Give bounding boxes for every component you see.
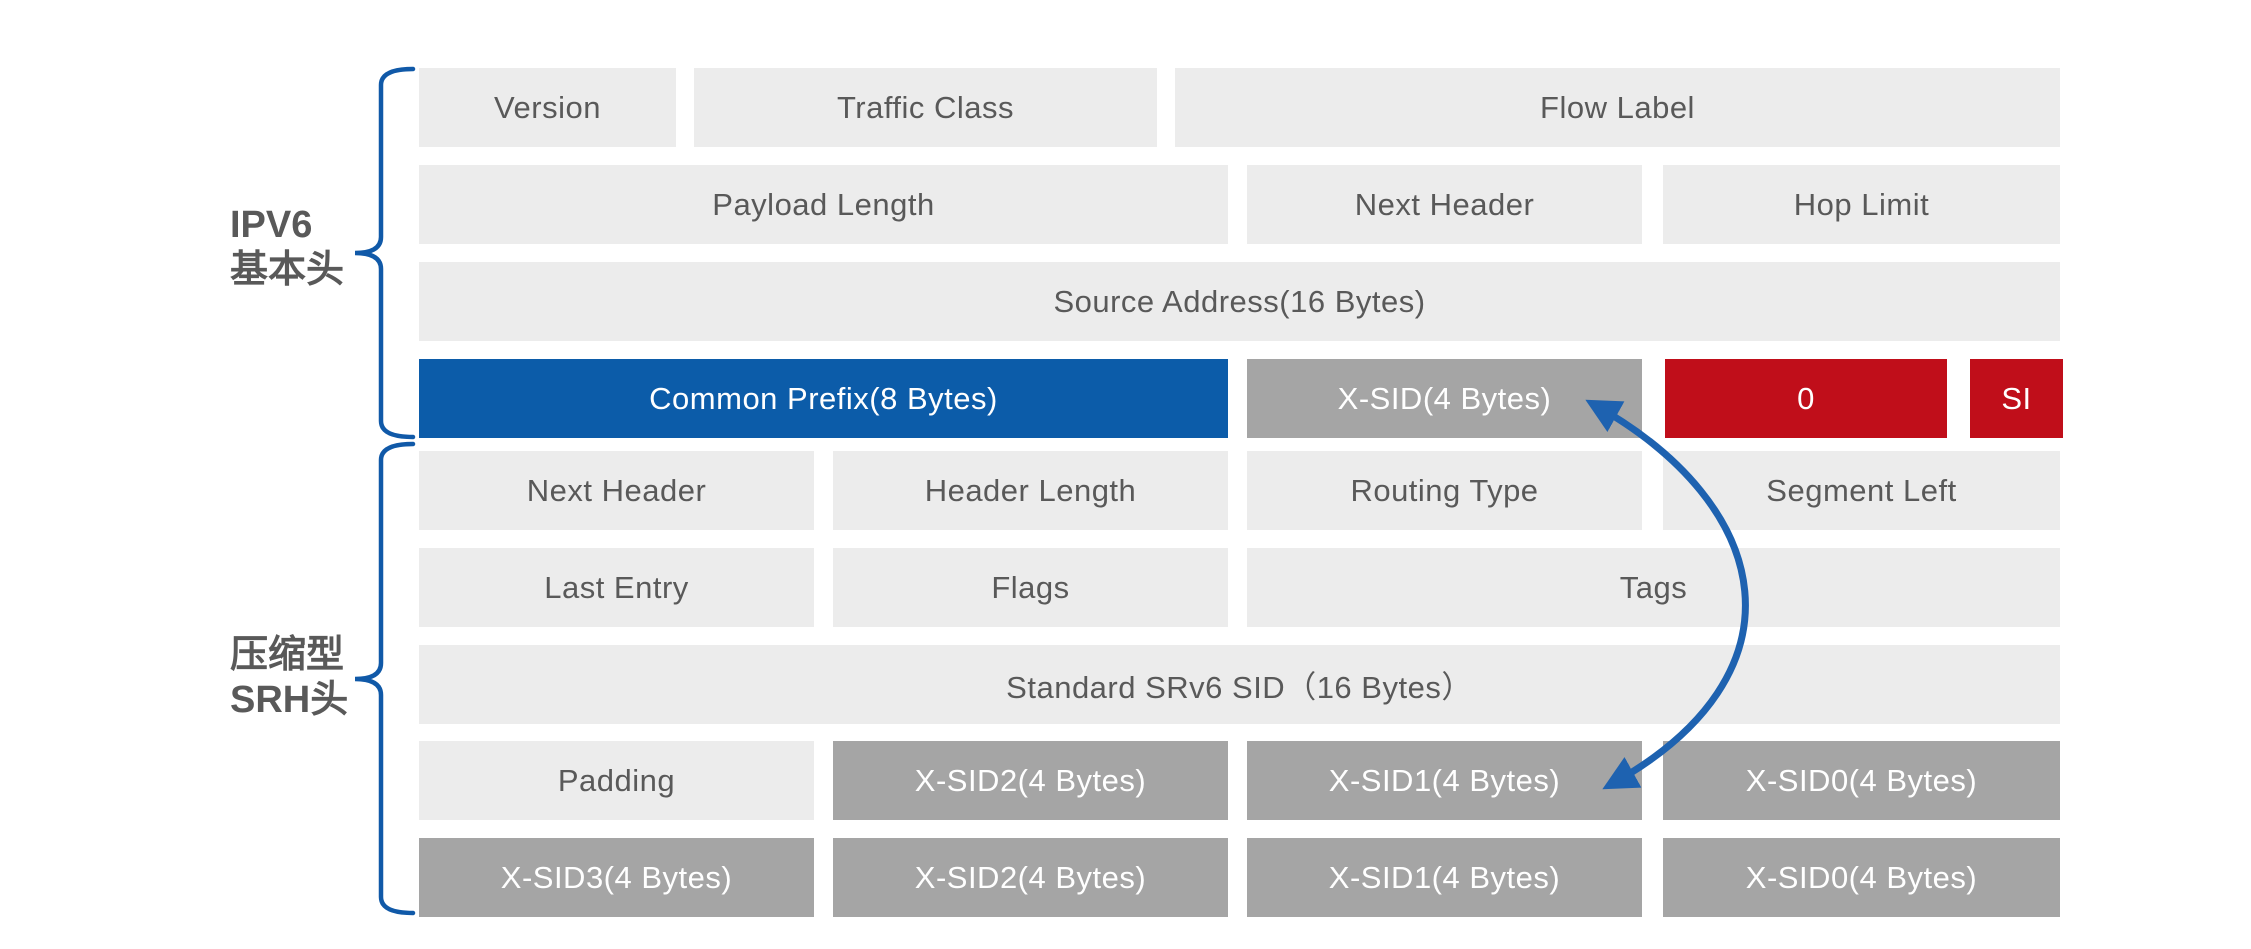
cell-x-sid2-lower: X-SID2(4 Bytes)	[833, 838, 1228, 917]
cell-x-sid3-lower: X-SID3(4 Bytes)	[419, 838, 814, 917]
cell-x-sid2-upper: X-SID2(4 Bytes)	[833, 741, 1228, 820]
cell-si: SI	[1970, 359, 2063, 438]
cell-version: Version	[419, 68, 676, 147]
cell-x-sid1-lower: X-SID1(4 Bytes)	[1247, 838, 1642, 917]
cell-traffic-class: Traffic Class	[694, 68, 1157, 147]
cell-flow-label: Flow Label	[1175, 68, 2060, 147]
section-label-ipv6: IPV6 基本头	[230, 203, 344, 293]
section-label-srh-line2: SRH头	[230, 679, 349, 721]
cell-srh-next-header: Next Header	[419, 451, 814, 530]
section-label-srh-line1: 压缩型	[230, 634, 345, 676]
cell-flags: Flags	[833, 548, 1228, 627]
cell-padding: Padding	[419, 741, 814, 820]
cell-source-address: Source Address(16 Bytes)	[419, 262, 2060, 341]
section-label-ipv6-line1: IPV6	[230, 204, 313, 246]
cell-header-length: Header Length	[833, 451, 1228, 530]
cell-func-zero: 0	[1665, 359, 1947, 438]
srh-brace-icon	[354, 441, 416, 916]
cell-standard-srv6-sid: Standard SRv6 SID（16 Bytes）	[419, 645, 2060, 724]
cell-x-sid: X-SID(4 Bytes)	[1247, 359, 1642, 438]
ipv6-brace-icon	[354, 66, 416, 440]
cell-hop-limit: Hop Limit	[1663, 165, 2060, 244]
cell-ipv6-next-header: Next Header	[1247, 165, 1642, 244]
cell-routing-type: Routing Type	[1247, 451, 1642, 530]
cell-common-prefix: Common Prefix(8 Bytes)	[419, 359, 1228, 438]
cell-segment-left: Segment Left	[1663, 451, 2060, 530]
cell-tags: Tags	[1247, 548, 2060, 627]
cell-last-entry: Last Entry	[419, 548, 814, 627]
cell-x-sid0-upper: X-SID0(4 Bytes)	[1663, 741, 2060, 820]
cell-payload-length: Payload Length	[419, 165, 1228, 244]
cell-x-sid0-lower: X-SID0(4 Bytes)	[1663, 838, 2060, 917]
section-label-srh: 压缩型 SRH头	[230, 633, 348, 723]
section-label-ipv6-line2: 基本头	[230, 249, 345, 291]
cell-x-sid1-upper: X-SID1(4 Bytes)	[1247, 741, 1642, 820]
